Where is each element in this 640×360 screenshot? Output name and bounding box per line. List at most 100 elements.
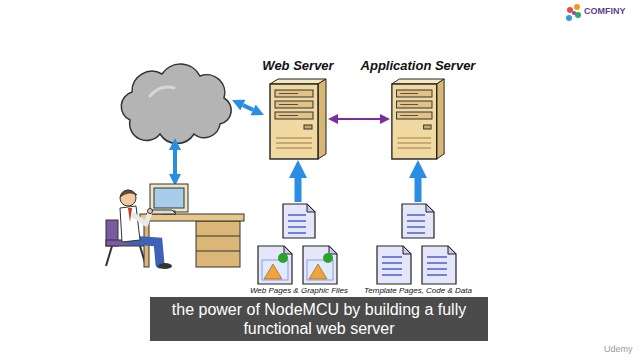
server-illustration [400,104,418,105]
logo-icon [567,7,573,13]
user-at-desk [106,184,244,269]
document-icons [283,204,315,238]
user-at-desk [196,221,240,267]
user-at-desk [132,212,150,224]
server-illustration [279,115,298,116]
document-icons [288,220,306,222]
server-illustration [397,148,431,149]
document-icons [407,232,425,234]
document-icons [288,214,306,216]
server-illustration [397,143,431,144]
document-icons [382,256,402,258]
server-illustration [437,79,444,159]
internet-cloud [150,87,174,96]
server-tower: Application Server [390,78,446,160]
document-icons [403,246,411,254]
document-icons [278,253,288,263]
cloud-arrow [243,105,253,110]
server-illustration [279,104,298,105]
document-icons [427,256,447,258]
logo-icon [566,15,572,21]
server-illustration [276,143,312,144]
document-icons [307,204,315,212]
internet-cloud [121,64,231,143]
logo-text: COMFINY [584,6,626,16]
document-icons [372,202,464,284]
user-at-desk [196,236,240,237]
server-illustration [304,125,312,129]
logo-icon [574,4,580,10]
server-illustration [275,112,313,119]
document-icons [427,262,447,264]
server-illustration [397,112,432,119]
logo-icon [566,4,581,21]
server-illustration [397,138,431,139]
document-icons [407,226,425,228]
server-illustration [400,93,418,94]
document-icons [377,246,411,284]
document-group: Web Pages & Graphic Files [252,202,346,284]
user-at-desk [148,209,153,214]
subtitle-text: the power of NodeMCU by building a fully… [158,300,480,338]
subtitle-bar: the power of NodeMCU by building a fully… [150,297,488,341]
document-icons [252,202,346,284]
document-icons [329,246,337,254]
document-group: Template Pages, Code & Data [372,202,464,284]
document-icons [262,260,288,280]
user-at-desk [154,188,184,208]
user-at-desk [140,214,244,221]
bidirectional-arrow [338,118,380,120]
server-illustration [424,125,431,129]
document-icons [323,253,333,263]
server-label: Web Server [262,58,333,74]
document-icons [402,204,434,238]
server-illustration [270,79,326,84]
user-at-desk [106,246,112,266]
watermark: Udemy [604,344,633,354]
document-icons [422,246,456,284]
server-illustration [392,84,437,159]
group-label: Web Pages & Graphic Files [250,286,348,296]
upload-arrow [295,178,302,202]
cloud-arrow [173,150,177,174]
logo-text: COMFINY [584,6,626,16]
user-at-desk [120,206,140,242]
document-icons [382,268,402,270]
document-icons [309,264,327,279]
watermark: Udemy [604,344,633,354]
server-illustration [400,115,418,116]
group-label: Template Pages, Code & Data [364,286,472,296]
document-icons [382,274,402,276]
document-icons [264,264,282,279]
user-at-desk [120,190,137,197]
server-illustration [270,84,318,159]
server-illustration [392,79,444,84]
user-at-desk [150,184,188,212]
server-illustration [279,93,298,94]
document-icons [307,260,333,280]
document-icons [426,204,434,212]
document-icons [382,262,402,264]
document-icons [427,268,447,270]
document-icons [258,246,292,284]
cloud-arrow [175,105,253,174]
document-icons [288,232,306,234]
document-icons [284,246,292,254]
server-illustration [275,90,313,97]
server-label: Application Server [361,58,476,74]
user-at-desk [130,240,160,264]
server-illustration [276,138,312,139]
server-illustration [390,78,446,160]
document-icons [303,246,337,284]
logo-icon [572,11,576,15]
document-icons [288,226,306,228]
upload-arrow [415,178,422,202]
document-icons [407,214,425,216]
document-icons [448,246,456,254]
server-illustration [397,90,432,97]
server-illustration [397,101,432,108]
server-illustration [276,148,312,149]
document-icons [427,274,447,276]
server-illustration [318,79,326,159]
